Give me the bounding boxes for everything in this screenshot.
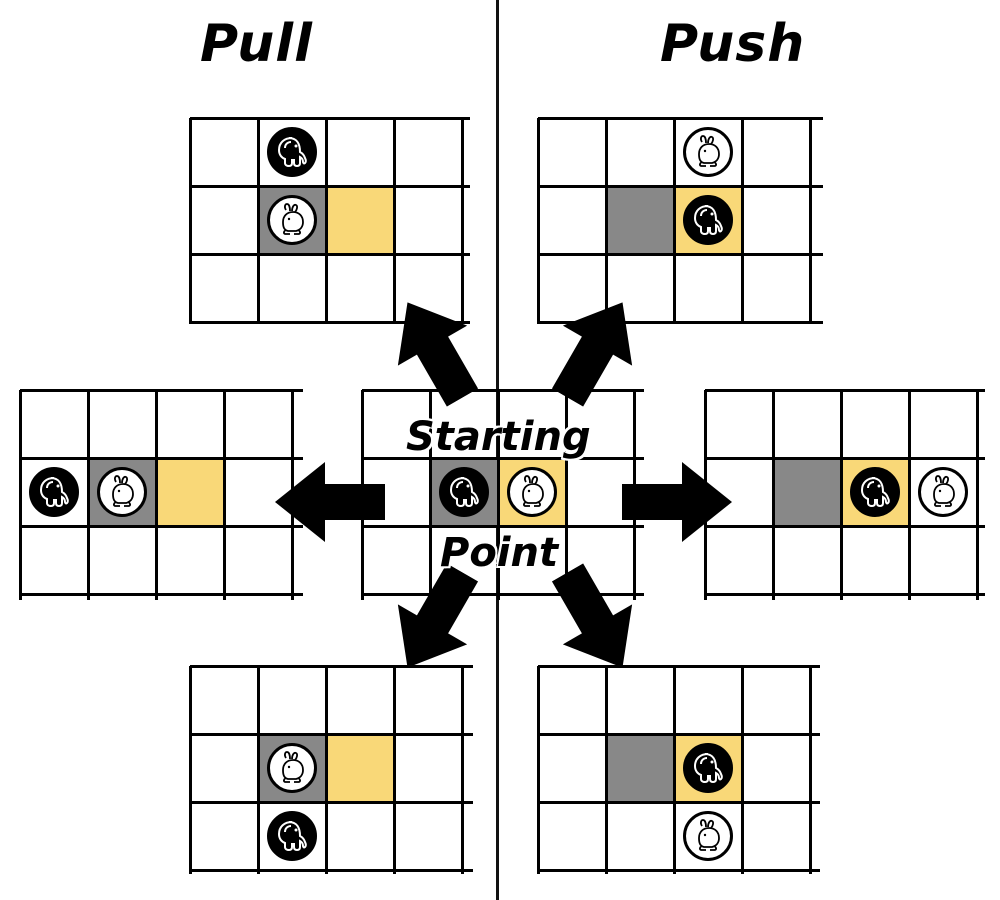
elephant-icon[interactable]	[267, 811, 317, 861]
grid-line-horizontal	[538, 321, 823, 324]
board-push-right	[704, 389, 985, 600]
grid-line-horizontal	[705, 457, 985, 460]
grid-line-vertical	[19, 390, 22, 600]
grid-line-vertical	[565, 390, 568, 600]
grid-line-vertical	[461, 666, 464, 874]
origin-cell	[773, 458, 841, 526]
board-pull-down	[189, 665, 473, 874]
grid-line-vertical	[189, 118, 192, 324]
grid-line-vertical	[461, 118, 464, 324]
rabbit-icon[interactable]	[918, 467, 968, 517]
origin-cell	[606, 186, 674, 254]
grid-line-horizontal	[20, 389, 303, 392]
grid-line-vertical	[429, 390, 432, 600]
grid-line-vertical	[673, 666, 676, 874]
grid-line-horizontal	[190, 733, 473, 736]
grid-line-horizontal	[538, 117, 823, 120]
rabbit-icon[interactable]	[683, 127, 733, 177]
grid-line-vertical	[393, 118, 396, 324]
grid-line-horizontal	[190, 253, 470, 256]
target-cell	[326, 734, 394, 802]
grid-line-horizontal	[538, 185, 823, 188]
grid-line-horizontal	[190, 185, 470, 188]
grid-line-vertical	[325, 666, 328, 874]
rabbit-icon[interactable]	[97, 467, 147, 517]
grid-line-horizontal	[190, 321, 470, 324]
push-heading: Push	[660, 14, 806, 74]
grid-line-vertical	[772, 390, 775, 600]
grid-line-horizontal	[190, 869, 473, 872]
target-cell	[156, 458, 224, 526]
elephant-icon[interactable]	[267, 127, 317, 177]
grid-line-horizontal	[20, 457, 303, 460]
elephant-icon[interactable]	[850, 467, 900, 517]
grid-line-horizontal	[538, 801, 820, 804]
grid-line-vertical	[741, 118, 744, 324]
arrow-right	[622, 462, 732, 542]
grid-line-vertical	[741, 666, 744, 874]
grid-line-horizontal	[705, 525, 985, 528]
grid-line-horizontal	[538, 869, 820, 872]
point-label: Point	[440, 530, 559, 576]
board-pull-left	[19, 389, 303, 600]
arrow-up-left	[397, 302, 479, 407]
grid-line-vertical	[537, 666, 540, 874]
elephant-icon[interactable]	[29, 467, 79, 517]
target-cell	[326, 186, 394, 254]
grid-line-vertical	[537, 118, 540, 324]
grid-line-vertical	[393, 666, 396, 874]
grid-line-vertical	[976, 390, 979, 600]
grid-line-horizontal	[362, 593, 644, 596]
grid-line-vertical	[325, 118, 328, 324]
board-start	[361, 389, 644, 600]
grid-line-horizontal	[20, 593, 303, 596]
grid-line-horizontal	[538, 665, 820, 668]
arrow-down-right	[551, 563, 633, 668]
grid-line-horizontal	[362, 457, 644, 460]
grid-line-horizontal	[190, 665, 473, 668]
origin-cell	[606, 734, 674, 802]
rabbit-icon[interactable]	[267, 195, 317, 245]
elephant-icon[interactable]	[683, 195, 733, 245]
starting-label: Starting	[406, 414, 591, 460]
grid-line-vertical	[673, 118, 676, 324]
grid-line-horizontal	[705, 389, 985, 392]
arrow-down-left	[397, 563, 479, 668]
grid-line-vertical	[257, 666, 260, 874]
grid-line-vertical	[223, 390, 226, 600]
rabbit-icon[interactable]	[507, 467, 557, 517]
board-push-down	[537, 665, 820, 874]
grid-line-horizontal	[705, 593, 985, 596]
grid-line-vertical	[605, 666, 608, 874]
grid-line-vertical	[257, 118, 260, 324]
grid-line-horizontal	[20, 525, 303, 528]
grid-line-horizontal	[538, 733, 820, 736]
grid-line-vertical	[840, 390, 843, 600]
grid-line-vertical	[155, 390, 158, 600]
board-pull-up	[189, 117, 470, 324]
grid-line-horizontal	[190, 801, 473, 804]
grid-line-vertical	[809, 118, 812, 324]
board-push-up	[537, 117, 823, 324]
grid-line-vertical	[908, 390, 911, 600]
rabbit-icon[interactable]	[683, 811, 733, 861]
grid-line-horizontal	[190, 117, 470, 120]
arrow-up-right	[551, 302, 633, 407]
grid-line-vertical	[189, 666, 192, 874]
elephant-icon[interactable]	[439, 467, 489, 517]
grid-line-horizontal	[362, 525, 644, 528]
grid-line-vertical	[809, 666, 812, 874]
arrow-left	[275, 462, 385, 542]
elephant-icon[interactable]	[683, 743, 733, 793]
grid-line-horizontal	[362, 389, 644, 392]
rabbit-icon[interactable]	[267, 743, 317, 793]
pull-heading: Pull	[200, 14, 313, 74]
grid-line-vertical	[87, 390, 90, 600]
grid-line-horizontal	[538, 253, 823, 256]
grid-line-vertical	[605, 118, 608, 324]
grid-line-vertical	[497, 390, 500, 600]
